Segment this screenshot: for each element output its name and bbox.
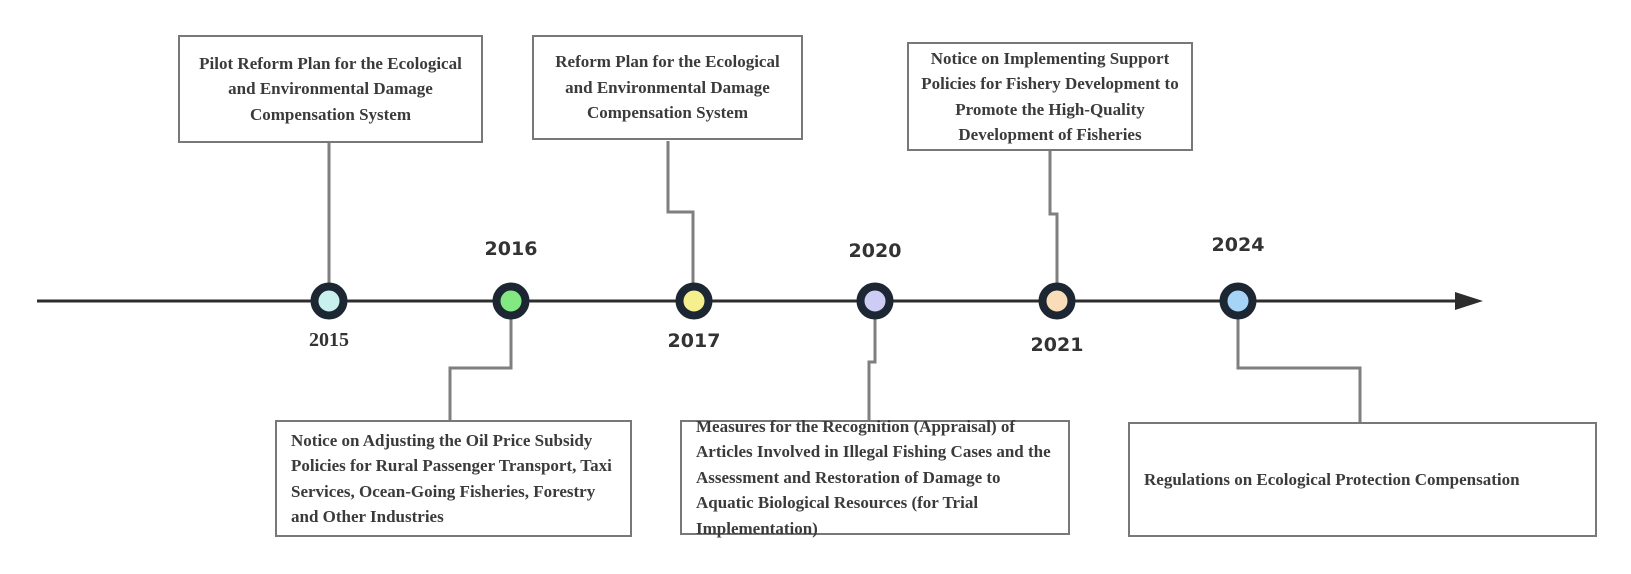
year-label-2020: 2020 bbox=[848, 240, 902, 262]
event-box-2016: Notice on Adjusting the Oil Price Subsid… bbox=[275, 420, 632, 537]
connector-2016 bbox=[448, 317, 513, 421]
year-label-2021: 2021 bbox=[1030, 334, 1084, 356]
event-box-2021: Notice on Implementing Support Policies … bbox=[907, 42, 1193, 151]
timeline-dot-2020 bbox=[856, 282, 894, 320]
timeline-dot-2015 bbox=[310, 282, 348, 320]
event-box-2015: Pilot Reform Plan for the Ecological and… bbox=[178, 35, 483, 143]
year-label-2024: 2024 bbox=[1211, 234, 1265, 256]
connector-2017 bbox=[666, 141, 695, 285]
event-title-2024: Regulations on Ecological Protection Com… bbox=[1144, 469, 1520, 489]
timeline-arrowhead-icon bbox=[1455, 292, 1483, 310]
timeline-dot-2024 bbox=[1219, 282, 1257, 320]
event-title-2015: Pilot Reform Plan for the Ecological and… bbox=[199, 53, 462, 124]
event-title-2017: Reform Plan for the Ecological and Envir… bbox=[555, 52, 780, 123]
event-box-2024: Regulations on Ecological Protection Com… bbox=[1128, 422, 1597, 537]
event-title-2016: Notice on Adjusting the Oil Price Subsid… bbox=[291, 430, 612, 527]
year-label-2017: 2017 bbox=[667, 330, 721, 352]
connector-2021 bbox=[1048, 151, 1059, 285]
connector-2024 bbox=[1236, 317, 1362, 423]
timeline-dot-2017 bbox=[675, 282, 713, 320]
year-label-2016: 2016 bbox=[484, 238, 538, 260]
timeline-dot-2016 bbox=[492, 282, 530, 320]
connector-2020 bbox=[867, 317, 877, 421]
timeline-dot-2021 bbox=[1038, 282, 1076, 320]
year-label-2015: 2015 bbox=[309, 329, 349, 351]
event-title-2020: Measures for the Recognition (Appraisal)… bbox=[696, 416, 1051, 538]
event-title-2021: Notice on Implementing Support Policies … bbox=[921, 48, 1179, 145]
event-box-2017: Reform Plan for the Ecological and Envir… bbox=[532, 35, 803, 140]
event-box-2020: Measures for the Recognition (Appraisal)… bbox=[680, 417, 1070, 538]
